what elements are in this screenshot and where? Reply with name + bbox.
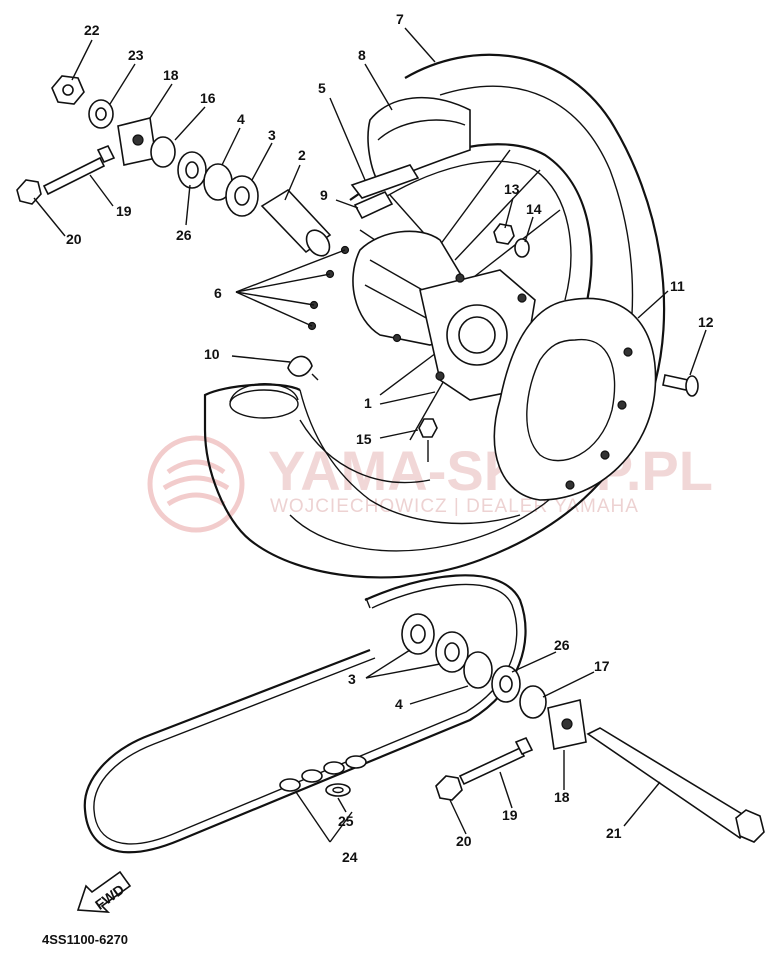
callout-21: 21 [606, 825, 622, 841]
tire [203, 53, 666, 579]
callout-16: 16 [200, 90, 216, 106]
callout-1: 1 [364, 395, 372, 411]
callout-13: 13 [504, 181, 520, 197]
callout-25: 25 [338, 813, 354, 829]
nut-20b [435, 775, 463, 801]
forward-arrow: FWD [76, 870, 132, 913]
callout-20: 20 [66, 231, 82, 247]
nut-20 [16, 179, 42, 205]
adjuster-bolt-19 [42, 156, 106, 196]
callout-2: 2 [298, 147, 306, 163]
axle-spacer [260, 188, 332, 257]
master-link-24 [279, 755, 367, 792]
sprocket-bolt [662, 374, 699, 397]
valve [353, 190, 394, 220]
callout-26-lower: 26 [554, 637, 570, 653]
callout-4: 4 [237, 111, 245, 127]
callout-6: 6 [214, 285, 222, 301]
balance-nut [418, 418, 438, 462]
rim-lock [287, 355, 319, 381]
callout-labels: 22 23 18 16 4 3 2 7 8 5 9 19 20 26 13 14… [66, 11, 714, 865]
inner-tube [367, 96, 471, 187]
callout-7: 7 [396, 11, 404, 27]
lower-right-hardware [401, 613, 765, 843]
callout-19: 19 [116, 203, 132, 219]
callout-18: 18 [163, 67, 179, 83]
spacer-4b [463, 651, 493, 689]
callout-10: 10 [204, 346, 220, 362]
rim-band [350, 164, 420, 199]
collar-16 [150, 136, 176, 168]
callout-12: 12 [698, 314, 714, 330]
callout-18-lower: 18 [554, 789, 570, 805]
axle-21 [586, 727, 754, 840]
callout-3: 3 [268, 127, 276, 143]
callout-26: 26 [176, 227, 192, 243]
drive-chain [83, 574, 527, 854]
clip-25 [325, 783, 351, 797]
callout-20-lower: 20 [456, 833, 472, 849]
callout-3-lower: 3 [348, 671, 356, 687]
drawing-code: 4SS1100-6270 [42, 932, 128, 947]
rear-sprocket [493, 297, 657, 501]
watermark: YAMA-SKLEP.PL WOJCIECHOWICZ | DEALER YAM… [147, 435, 713, 533]
upper-left-hardware [16, 75, 259, 217]
callout-24: 24 [342, 849, 358, 865]
callout-4-lower: 4 [395, 696, 403, 712]
callout-17: 17 [594, 658, 610, 674]
callout-22: 22 [84, 22, 100, 38]
collar-17 [519, 685, 547, 719]
callout-15: 15 [356, 431, 372, 447]
watermark-subtitle: WOJCIECHOWICZ | DEALER YAMAHA [270, 496, 639, 517]
leader-lines [33, 27, 707, 843]
sprocket-nut-and-washer [493, 223, 530, 258]
adjuster-bolt-19b [458, 746, 526, 786]
rear-hub [352, 230, 536, 401]
callout-8: 8 [358, 47, 366, 63]
callout-23: 23 [128, 47, 144, 63]
callout-11: 11 [670, 278, 685, 294]
callout-14: 14 [526, 201, 542, 217]
watermark-title: YAMA-SKLEP.PL [268, 439, 713, 502]
callout-19-lower: 19 [502, 807, 518, 823]
watermark-logo [147, 435, 245, 533]
callout-5: 5 [318, 80, 326, 96]
callout-9: 9 [320, 187, 328, 203]
